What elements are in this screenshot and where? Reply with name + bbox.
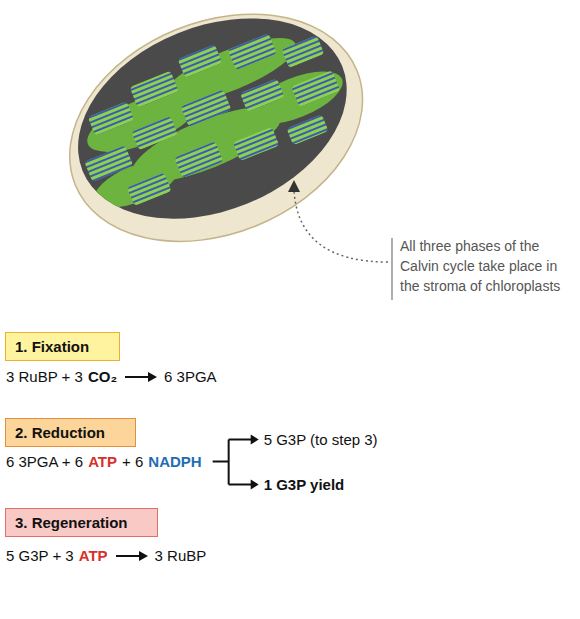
equation: 6 3PGA + 6 ATP + 6 NADPH (6, 453, 207, 470)
arrow-shaft (116, 555, 141, 557)
equation-term: 6 3PGA + 6 (6, 453, 83, 470)
arrow-head (148, 372, 157, 382)
outer-membrane (35, 0, 396, 283)
leader-line (294, 190, 388, 262)
equation-term: 6 3PGA (164, 368, 217, 385)
equation-term: CO₂ (88, 368, 117, 385)
phase-title: 1. Fixation (15, 338, 110, 355)
arrow-head (251, 480, 259, 490)
equation: 3 RuBP + 3 CO₂ 6 3PGA (6, 368, 222, 385)
branch-product: 5 G3P (to step 3) (264, 431, 378, 448)
branch-yield: 1 G3P yield (264, 476, 345, 493)
equation-term: 3 RuBP (155, 547, 207, 564)
phase-box: 2. Reduction (5, 418, 136, 447)
callout-bar (391, 238, 392, 300)
reaction-arrow (115, 549, 149, 563)
arrow-head (139, 551, 148, 561)
leader-arrowhead (288, 180, 300, 192)
reaction-arrow (124, 370, 158, 384)
equation-term: ATP (88, 453, 117, 470)
arrow-shaft (125, 376, 150, 378)
equation-term: 3 RuBP + 3 (6, 368, 83, 385)
equation-term: + 6 (122, 453, 143, 470)
arrow-head (251, 435, 259, 445)
branch-line (213, 440, 253, 485)
phase-title: 2. Reduction (15, 424, 126, 441)
equation-term: 5 G3P + 3 (6, 547, 74, 564)
equation-term: ATP (79, 547, 108, 564)
phase-title: 3. Regeneration (15, 514, 148, 531)
equation-term: NADPH (148, 453, 201, 470)
stroma (48, 0, 377, 256)
callout-text: All three phases of the Calvin cycle tak… (400, 236, 572, 296)
phase-box: 1. Fixation (5, 332, 120, 361)
phase-box: 3. Regeneration (5, 508, 158, 537)
equation: 5 G3P + 3 ATP 3 RuBP (6, 547, 211, 564)
